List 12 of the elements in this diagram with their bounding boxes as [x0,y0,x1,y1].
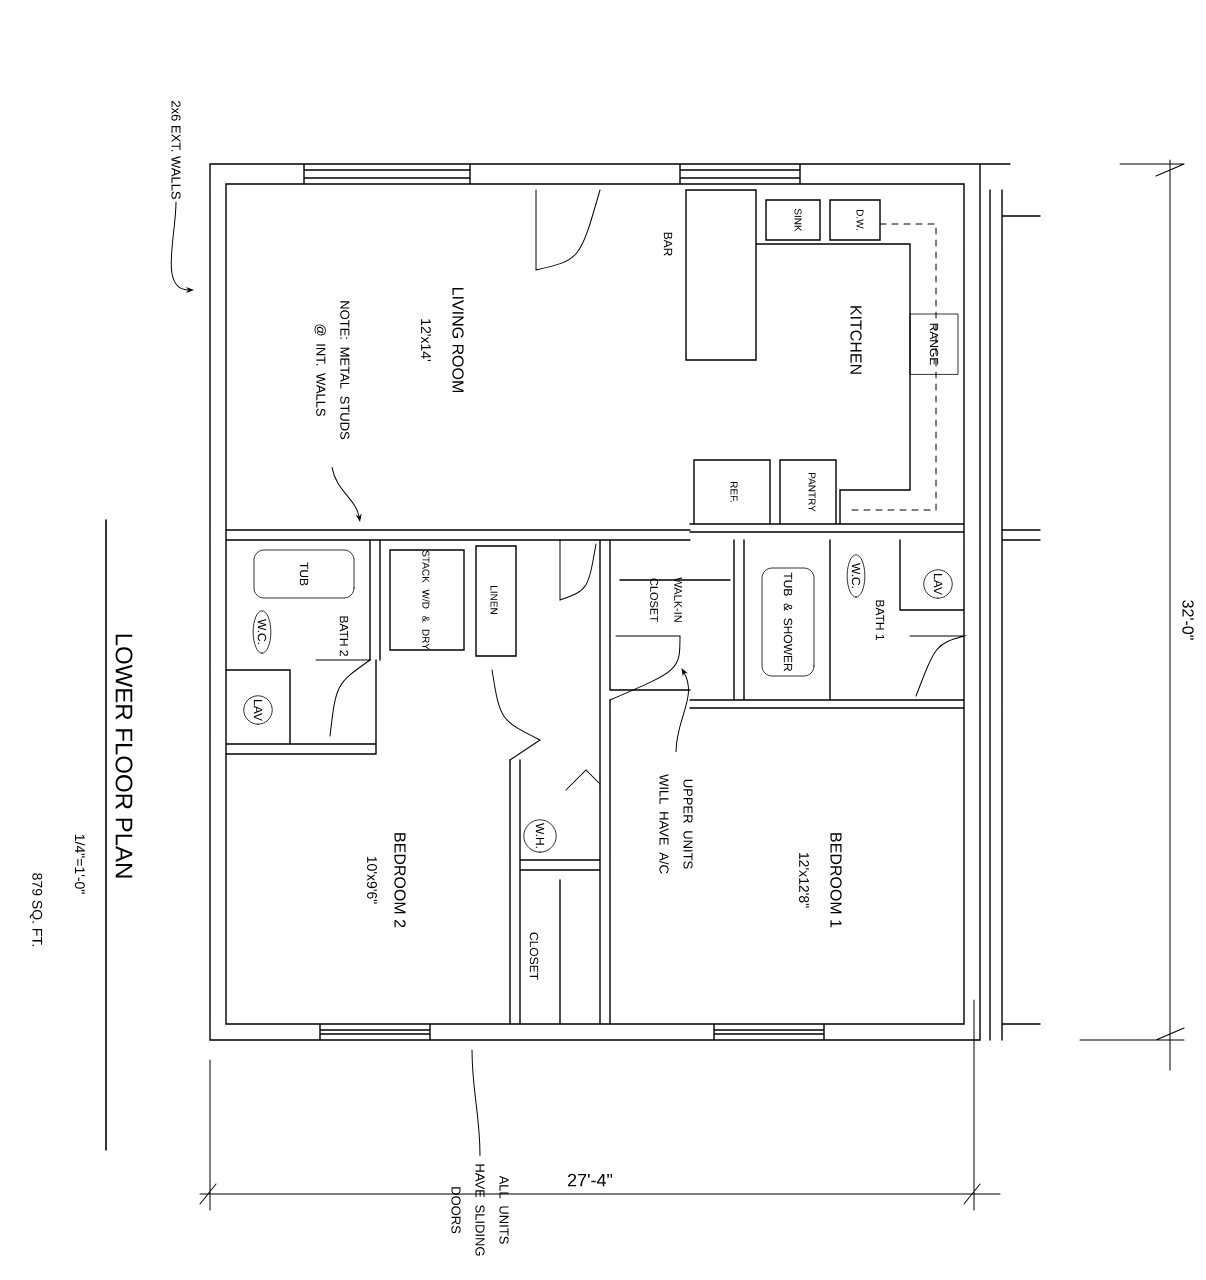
room-label: 27'-4" [568,1173,613,1187]
leader-line [471,1049,481,1157]
leader-line [170,201,194,293]
title: LOWER FLOOR PLAN [115,634,133,878]
room-label: 32'-0" [1182,600,1194,640]
leader-line [331,466,362,522]
room-label: LIVING ROOM [452,288,464,392]
room-label: BEDROOM 1 [830,833,842,928]
leader-line [675,668,689,753]
room-label: KITCHEN [850,306,862,374]
door-swing [609,635,681,701]
room-label: BEDROOM 2 [394,833,406,928]
